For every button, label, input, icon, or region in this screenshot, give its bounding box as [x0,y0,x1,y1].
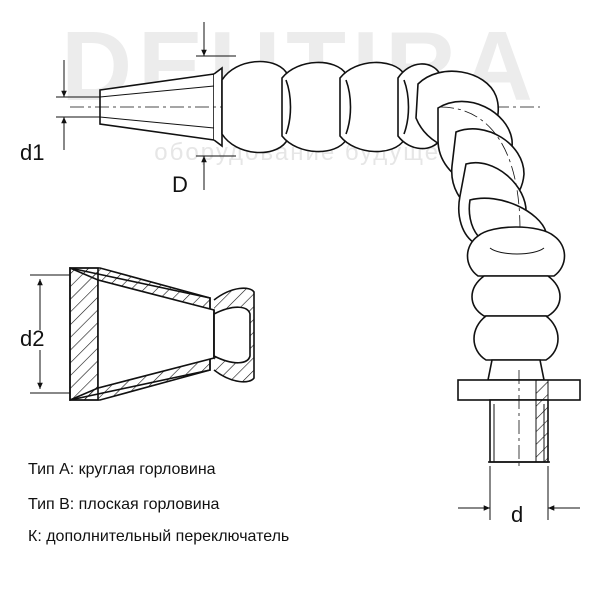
label-D: D [172,172,188,197]
legend-k: К: дополнительный переключатель [28,528,290,545]
dimension-D [196,22,236,190]
label-d: d [511,502,523,527]
hose-segments-horizontal [221,60,441,154]
label-d2: d2 [20,326,44,351]
legend-type-a: Тип А: круглая горловина [28,461,216,478]
dimension-d [458,466,580,520]
dimension-d1 [56,60,100,150]
hose-segments-vertical [466,226,566,381]
label-d1: d1 [20,140,44,165]
legend-type-b: Тип В: плоская горловина [28,496,220,513]
connector-fitting [457,370,581,470]
dimension-d2 [30,274,70,394]
nozzle-section-view [69,267,255,401]
